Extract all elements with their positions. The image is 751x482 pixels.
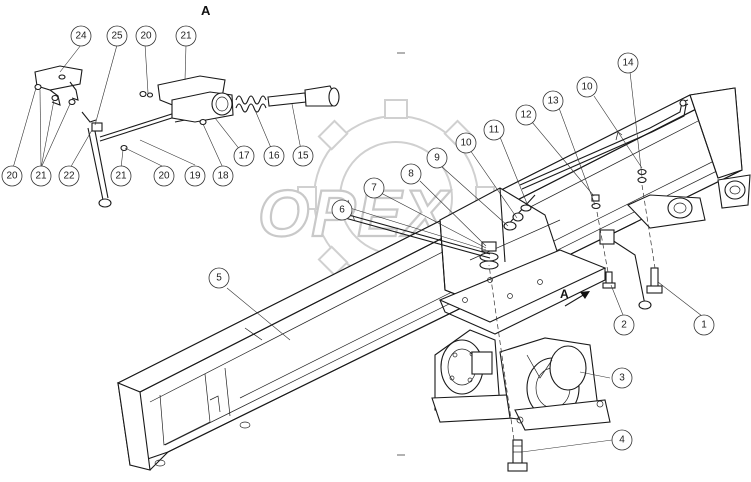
callout-4: 4	[611, 429, 633, 451]
bolt-part-2	[602, 271, 616, 289]
callout-11: 11	[483, 119, 505, 141]
svg-text:25: 25	[111, 31, 123, 42]
callout-20: 20	[135, 25, 157, 47]
svg-text:13: 13	[547, 96, 559, 107]
svg-text:21: 21	[35, 171, 47, 182]
callout-7: 7	[363, 177, 385, 199]
callout-10: 10	[576, 76, 598, 98]
svg-text:12: 12	[520, 110, 532, 121]
svg-text:20: 20	[6, 171, 18, 182]
callout-2: 2	[613, 314, 635, 336]
svg-text:2: 2	[621, 320, 627, 331]
callout-19: 19	[184, 165, 206, 187]
svg-text:1: 1	[701, 320, 707, 331]
callout-12: 12	[515, 104, 537, 126]
svg-text:4: 4	[619, 435, 625, 446]
callout-8: 8	[400, 163, 422, 185]
svg-text:17: 17	[238, 151, 250, 162]
callout-20: 20	[153, 165, 175, 187]
svg-text:11: 11	[489, 125, 500, 136]
callout-9: 9	[426, 147, 448, 169]
svg-text:10: 10	[460, 138, 472, 149]
bolt-part-4	[507, 439, 528, 472]
callout-24: 24	[70, 25, 92, 47]
svg-text:16: 16	[268, 151, 280, 162]
bolt-part-1	[646, 267, 663, 294]
view-a-label: A	[201, 3, 211, 18]
svg-text:21: 21	[180, 31, 192, 42]
callout-10: 10	[455, 132, 477, 154]
svg-text:18: 18	[217, 171, 229, 182]
direction-arrow-label: A	[560, 287, 569, 301]
callout-21: 21	[30, 165, 52, 187]
callout-6: 6	[331, 199, 353, 221]
svg-text:5: 5	[216, 273, 222, 284]
svg-text:22: 22	[63, 171, 75, 182]
linkage-rod	[344, 168, 647, 259]
callout-14: 14	[617, 52, 639, 74]
callout-1: 1	[693, 314, 715, 336]
callout-21: 21	[110, 165, 132, 187]
direction-arrow-a: A	[560, 287, 590, 307]
callout-3: 3	[611, 367, 633, 389]
callout-17: 17	[233, 145, 255, 167]
svg-text:6: 6	[339, 205, 345, 216]
callout-15: 15	[292, 145, 314, 167]
svg-text:24: 24	[75, 31, 87, 42]
svg-text:19: 19	[189, 171, 201, 182]
svg-text:20: 20	[158, 171, 170, 182]
center-mount-block	[438, 187, 607, 335]
callout-20: 20	[1, 165, 23, 187]
view-a-inset	[34, 65, 340, 208]
svg-text:20: 20	[140, 31, 152, 42]
callout-25: 25	[106, 25, 128, 47]
svg-text:15: 15	[297, 151, 309, 162]
svg-text:9: 9	[434, 153, 440, 164]
callout-21: 21	[175, 25, 197, 47]
svg-text:10: 10	[581, 82, 593, 93]
svg-text:14: 14	[622, 58, 634, 69]
callout-18: 18	[212, 165, 234, 187]
bearing-housings	[431, 329, 611, 431]
svg-text:8: 8	[408, 169, 414, 180]
svg-text:21: 21	[115, 171, 127, 182]
callout-22: 22	[58, 165, 80, 187]
callout-13: 13	[542, 90, 564, 112]
svg-text:3: 3	[619, 373, 625, 384]
svg-text:7: 7	[371, 183, 377, 194]
callout-16: 16	[263, 145, 285, 167]
callout-5: 5	[208, 267, 230, 289]
